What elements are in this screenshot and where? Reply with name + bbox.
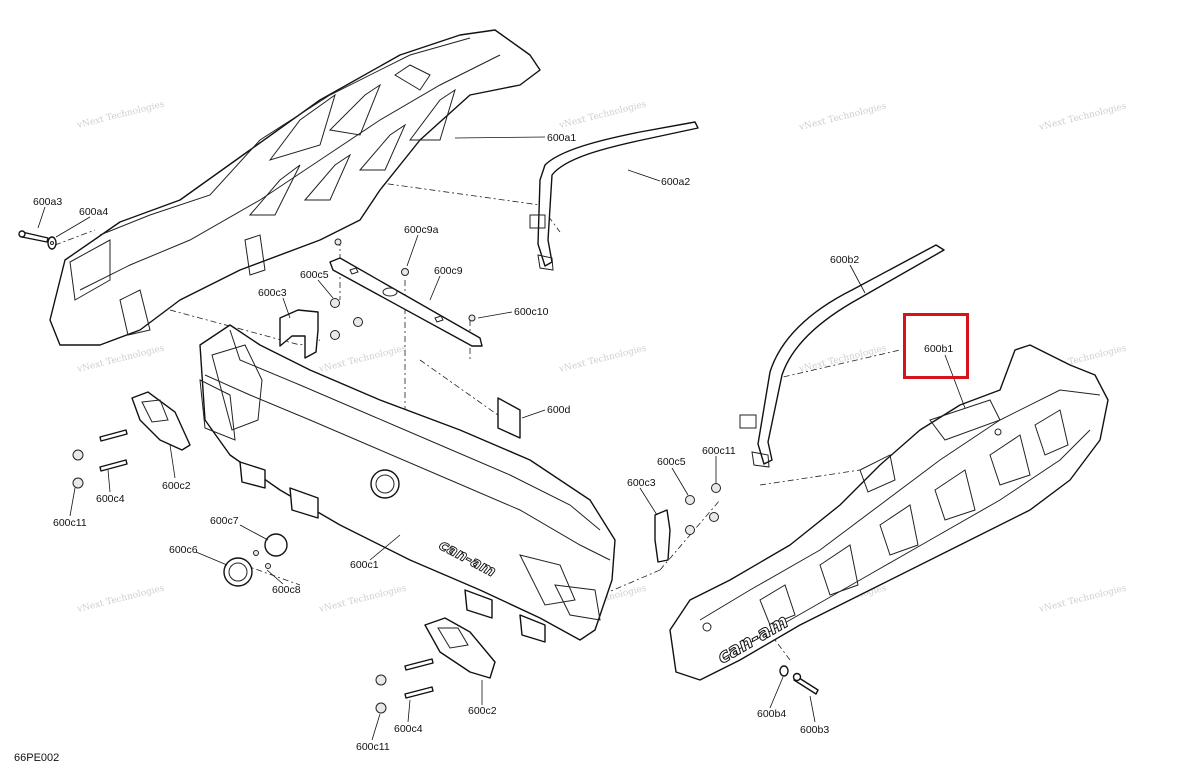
part-600b1-side-guard: can-am: [669, 344, 1109, 681]
part-600c6-emblem: [223, 557, 253, 587]
part-600b2-tube: [739, 244, 945, 468]
label-600c10: 600c10: [514, 306, 549, 318]
label-600b1: 600b1: [924, 343, 953, 355]
part-600b3-bolt: [792, 672, 819, 695]
part-600c3-bracket-left: [279, 309, 319, 359]
watermark-text: vNext Technologies: [557, 343, 648, 375]
label-600c11-lower: 600c11: [356, 741, 390, 753]
label-600a3: 600a3: [33, 196, 62, 208]
part-600c5-nuts-right: [685, 483, 721, 535]
watermark-text: vNext Technologies: [317, 343, 408, 375]
label-600c9: 600c9: [434, 265, 463, 277]
page-code: 66PE002: [14, 752, 60, 764]
part-600c2-hinge-upper: [131, 391, 191, 451]
part-600c8-screw: [253, 550, 271, 569]
part-600d-decal: [497, 397, 521, 439]
label-600c11-left: 600c11: [53, 517, 87, 529]
part-600c3-bracket-right: [654, 509, 671, 563]
part-600c5-nuts-left: [330, 298, 363, 340]
part-600b4-washer: [779, 665, 789, 677]
label-600b3: 600b3: [800, 724, 829, 736]
label-600c1: 600c1: [350, 559, 379, 571]
watermark-text: vNext Technologies: [557, 99, 648, 131]
label-600c4-lower: 600c4: [394, 723, 423, 735]
label-600a4: 600a4: [79, 206, 108, 218]
label-600c9a: 600c9a: [404, 224, 439, 236]
label-600a2: 600a2: [661, 176, 690, 188]
part-600c2-hinge-lower: [424, 617, 496, 679]
part-labels: 600a1 600a2 600a3 600a4 600c9a 600c9 600…: [33, 132, 953, 753]
label-600b2: 600b2: [830, 254, 859, 266]
part-600a2-tube: [529, 121, 699, 271]
watermark-text: vNext Technologies: [1037, 101, 1128, 133]
watermark-text: vNext Technologies: [75, 583, 166, 615]
label-600c6: 600c6: [169, 544, 198, 556]
watermark-text: vNext Technologies: [75, 343, 166, 375]
part-600c9-plate: [329, 238, 483, 347]
label-600c3-left: 600c3: [258, 287, 287, 299]
label-600c11-right: 600c11: [702, 445, 736, 457]
part-600a3-screw: [18, 230, 49, 243]
part-600c4-bolts: [99, 429, 434, 699]
leader-lines: [37, 136, 966, 741]
label-600c5-left: 600c5: [300, 269, 329, 281]
label-600a1: 600a1: [547, 132, 576, 144]
label-600c4-upper: 600c4: [96, 493, 125, 505]
watermark-text: vNext Technologies: [75, 99, 166, 131]
part-600c11-nuts: [72, 449, 387, 714]
label-600c7: 600c7: [210, 515, 239, 527]
highlight-box-600b1: [903, 313, 969, 379]
part-600a1-side-guard: [49, 29, 541, 346]
label-600c2-lower: 600c2: [468, 705, 497, 717]
watermark-text: vNext Technologies: [317, 583, 408, 615]
label-600d: 600d: [547, 404, 571, 416]
part-600c1-bumper: can-am: [199, 324, 616, 643]
label-600c3-right: 600c3: [627, 477, 656, 489]
label-600b4: 600b4: [757, 708, 786, 720]
part-600a4-washer: [47, 236, 57, 250]
part-600c7-disc: [264, 533, 288, 557]
label-600c2-upper: 600c2: [162, 480, 191, 492]
watermark-text: vNext Technologies: [1037, 583, 1128, 615]
label-600c5-right: 600c5: [657, 456, 686, 468]
watermark-text: vNext Technologies: [797, 101, 888, 133]
label-600c8: 600c8: [272, 584, 301, 596]
